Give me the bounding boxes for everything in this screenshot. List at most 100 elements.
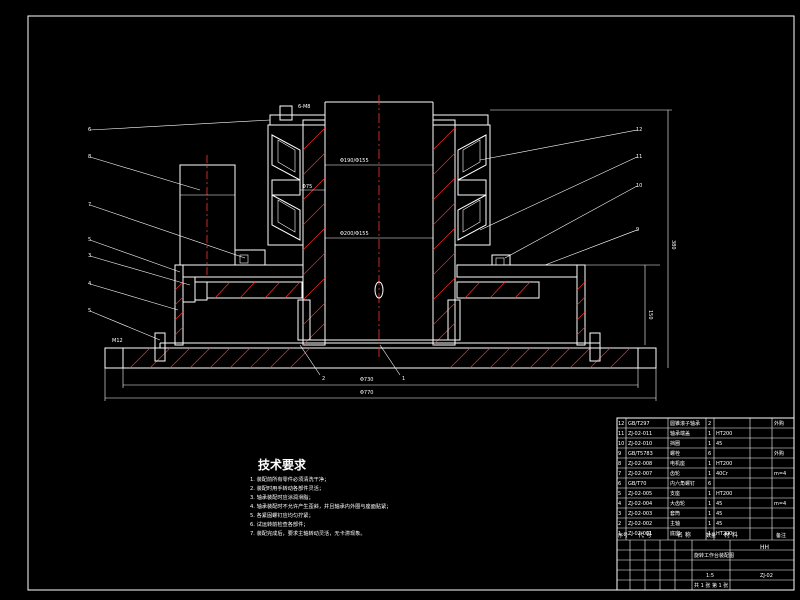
- parts-cell: 5: [618, 491, 621, 497]
- parts-cell: 45: [716, 521, 722, 527]
- parts-cell: 外购: [774, 420, 784, 427]
- parts-cell: 1: [618, 531, 621, 537]
- parts-cell: 4: [618, 501, 621, 507]
- tech-item: 3. 轴承装配时应涂润滑脂；: [250, 493, 314, 501]
- dim-bolt-note: M12: [112, 338, 123, 344]
- parts-cell: ZJ-02-008: [628, 461, 652, 467]
- parts-cell: 45: [716, 501, 722, 507]
- spindle-housing: [267, 95, 491, 360]
- drawing-name: 旋转工作台装配图: [694, 552, 734, 559]
- header-code: 代 号: [638, 531, 652, 539]
- parts-cell: ZJ-02-007: [628, 471, 652, 477]
- parts-cell: ZJ-02-004: [628, 501, 652, 507]
- parts-cell: m=4: [774, 471, 786, 477]
- gear-plate: [206, 281, 540, 299]
- callout-bottom-2: 1: [402, 376, 405, 382]
- header-material: 材 料: [724, 531, 738, 539]
- parts-cell: ZJ-02-002: [628, 521, 652, 527]
- header-note: 备注: [776, 532, 786, 539]
- parts-cell: 1: [708, 441, 711, 447]
- parts-cell: m=4: [774, 501, 786, 507]
- parts-cell: GB/T5783: [628, 451, 653, 457]
- tech-item: 2. 装配时用手转动各部件灵活；: [250, 484, 324, 492]
- parts-cell: 11: [618, 431, 624, 437]
- parts-cell: 齿轮: [670, 470, 680, 477]
- parts-cell: 底座: [670, 530, 680, 537]
- parts-cell: HT200: [716, 461, 732, 467]
- callout-left-3: 7: [88, 202, 91, 208]
- callout-right-4: 9: [636, 227, 639, 233]
- parts-cell: 45: [716, 511, 722, 517]
- parts-cell: 外购: [774, 450, 784, 457]
- dim-bore-upper: Φ190/Φ155: [340, 158, 369, 164]
- dimension-lines: [104, 109, 672, 401]
- parts-cell: 1: [708, 431, 711, 437]
- tech-item: 7. 装配完成后，要求主轴转动灵活，无卡滞现象。: [250, 529, 366, 537]
- drawing-number: ZJ-02: [760, 573, 773, 579]
- parts-cell: GB/T70: [628, 481, 646, 487]
- parts-cell: 1: [708, 471, 711, 477]
- drawing-frame: [27, 15, 795, 591]
- parts-cell: 40Cr: [716, 471, 729, 477]
- parts-cell: 1: [708, 531, 711, 537]
- bearings: [271, 134, 487, 241]
- parts-cell: 套筒: [670, 510, 680, 517]
- parts-cell: ZJ-02-011: [628, 431, 652, 437]
- parts-cell: 支座: [670, 490, 680, 497]
- parts-cell: 6: [618, 481, 621, 487]
- parts-cell: 大齿轮: [670, 500, 685, 507]
- parts-cell: 6: [708, 481, 711, 487]
- tech-item: 4. 轴承装配时不允许产生歪斜，并且轴承内外圈与座面贴紧；: [250, 502, 391, 510]
- parts-cell: 3: [618, 511, 621, 517]
- parts-cell: 电机座: [670, 460, 685, 467]
- right-support: [456, 264, 660, 346]
- tech-item: 6. 试运转前检查各部件；: [250, 520, 308, 528]
- parts-cell: 1: [708, 521, 711, 527]
- dim-bore-lower: Φ200/Φ155: [340, 231, 369, 237]
- parts-cell: 7: [618, 471, 621, 477]
- parts-cell: 1: [708, 491, 711, 497]
- callout-left-6: 4: [88, 281, 91, 287]
- parts-cell: 螺栓: [670, 450, 680, 457]
- parts-cell: 2: [618, 521, 621, 527]
- parts-cell: HT200: [716, 431, 732, 437]
- parts-cell: HT200: [716, 531, 732, 537]
- parts-cell: 内六角螺钉: [670, 480, 695, 487]
- callout-left-5: 3: [88, 253, 91, 259]
- parts-cell: 主轴: [670, 520, 680, 527]
- dim-width-lower: Φ730: [360, 377, 373, 383]
- parts-cell: 轴承端盖: [670, 430, 690, 437]
- dim-height-total: 380: [670, 240, 676, 250]
- tech-requirements: 技术要求 1. 装配前所有零件必须清洗干净； 2. 装配时用手转动各部件灵活； …: [250, 457, 391, 537]
- parts-cell: GB/T297: [628, 421, 650, 427]
- base-plate: [104, 342, 657, 369]
- callout-left-1: 6: [88, 127, 91, 133]
- parts-cell: 12: [618, 421, 624, 427]
- callout-right-3: 10: [636, 183, 642, 189]
- parts-cell: 挡圈: [670, 440, 680, 447]
- parts-cell: ZJ-02-005: [628, 491, 652, 497]
- parts-cell: 10: [618, 441, 624, 447]
- tech-item: 1. 装配前所有零件必须清洗干净；: [250, 475, 329, 483]
- motor: [179, 155, 266, 275]
- dim-top-note: 6-M8: [298, 104, 310, 110]
- callout-right-2: 11: [636, 154, 642, 160]
- clamp-bolts: [154, 105, 601, 362]
- parts-cell: 1: [708, 501, 711, 507]
- parts-cell: 9: [618, 451, 621, 457]
- callout-left-2: 8: [88, 154, 91, 160]
- parts-cell: 2: [708, 421, 711, 427]
- callout-right-1: 12: [636, 127, 642, 133]
- parts-cell: ZJ-02-010: [628, 441, 652, 447]
- dim-width-base: Φ770: [360, 390, 373, 396]
- parts-cell: 45: [716, 441, 722, 447]
- parts-cell: ZJ-02-001: [628, 531, 652, 537]
- tech-requirements-title: 技术要求: [258, 457, 307, 472]
- tech-item: 5. 各紧固螺钉应均匀拧紧；: [250, 511, 314, 519]
- drawing-scale: 1:5: [706, 573, 714, 579]
- parts-cell: ZJ-02-003: [628, 511, 652, 517]
- header-qty: 数量: [706, 532, 716, 539]
